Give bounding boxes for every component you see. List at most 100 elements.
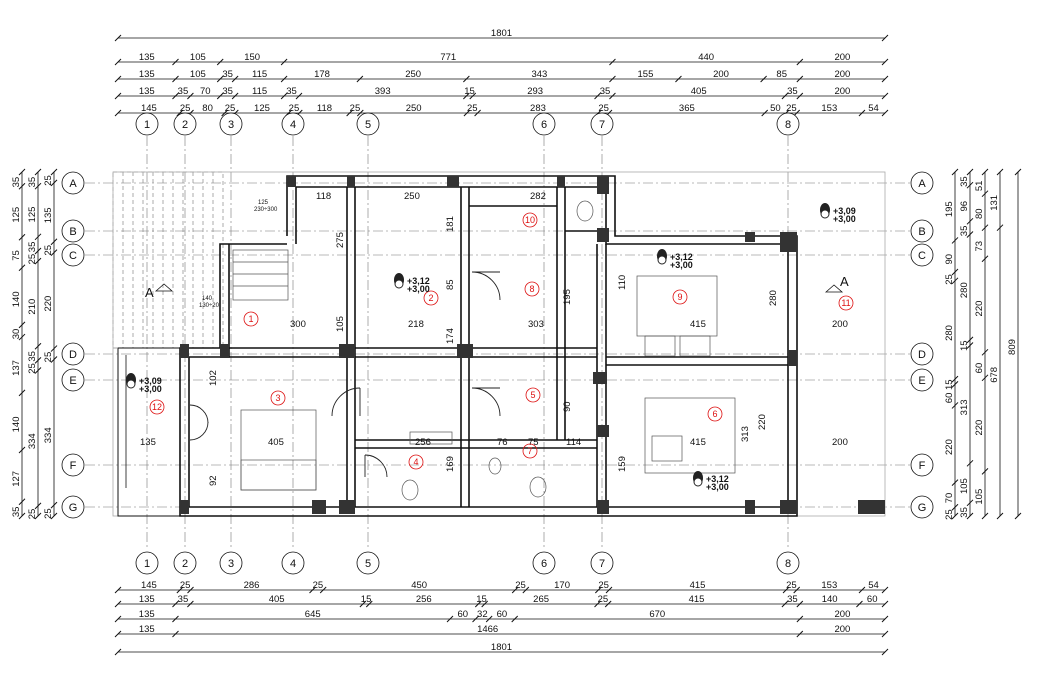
dim-169: 169 bbox=[445, 456, 456, 472]
left-dim-0-8: 35 bbox=[11, 507, 22, 518]
right-dim-1-0: 35 bbox=[959, 176, 970, 187]
axis-h-G-right: G bbox=[918, 502, 927, 514]
dim-92: 92 bbox=[208, 475, 219, 486]
dim-135: 135 bbox=[140, 437, 156, 448]
top-dim-4-13: 50 bbox=[770, 103, 781, 114]
right-dimension-chains: 1959025280156022070253596352801531310535… bbox=[944, 168, 1022, 520]
room-number-12: 12 bbox=[152, 402, 162, 412]
level-top-1: +3,12 bbox=[407, 276, 430, 286]
dim-313: 313 bbox=[740, 426, 751, 442]
dim-114: 114 bbox=[566, 437, 581, 448]
dim-303: 303 bbox=[528, 319, 544, 330]
top-dim-3-10: 405 bbox=[691, 86, 707, 97]
dim-125: 125 bbox=[258, 200, 269, 206]
axis-h-F-left: F bbox=[70, 460, 77, 472]
left-dimension-chains: 3512575140301371401273535125352521035253… bbox=[11, 168, 58, 520]
axis-v-6-top: 6 bbox=[541, 119, 547, 131]
left-dim-0-1: 125 bbox=[11, 207, 22, 223]
dim-200b: 200 bbox=[832, 437, 848, 448]
left-dim-1-0: 35 bbox=[27, 177, 38, 188]
top-dim-3-1: 35 bbox=[178, 86, 189, 97]
top-dim-3-11: 35 bbox=[787, 86, 798, 97]
top-dim-4-15: 153 bbox=[821, 103, 837, 114]
right-dim-4-0: 809 bbox=[1007, 339, 1018, 355]
right-dim-2-1: 80 bbox=[974, 208, 985, 219]
dim-118: 118 bbox=[316, 191, 331, 202]
dim-256: 256 bbox=[415, 437, 431, 448]
axis-v-8-top: 8 bbox=[785, 119, 791, 131]
top-dim-4-8: 250 bbox=[406, 103, 422, 114]
top-dim-3-12: 200 bbox=[834, 86, 850, 97]
room-number-3: 3 bbox=[275, 393, 280, 403]
top-dim-1-4: 440 bbox=[698, 52, 714, 63]
dim-200a: 200 bbox=[832, 319, 848, 330]
right-dim-0-1: 90 bbox=[944, 254, 955, 265]
right-dim-1-4: 15 bbox=[959, 340, 970, 351]
dim-300: 300 bbox=[290, 319, 306, 330]
furniture bbox=[232, 200, 736, 501]
axis-h-D-right: D bbox=[918, 349, 926, 361]
top-dim-4-12: 365 bbox=[679, 103, 695, 114]
left-dim-2-2: 25 bbox=[43, 245, 54, 256]
right-dim-2-5: 220 bbox=[974, 420, 985, 436]
bottom-dim-1-0: 135 bbox=[139, 594, 155, 605]
left-dim-0-6: 140 bbox=[11, 417, 22, 433]
left-dim-0-0: 35 bbox=[11, 177, 22, 188]
interior-vertical-dimensions: 181 275 105 85 174 195 90 169 159 110 31… bbox=[208, 216, 779, 486]
bottom-dim-0-11: 54 bbox=[868, 580, 879, 591]
left-dim-1-4: 210 bbox=[27, 299, 38, 315]
level-bottom-4: +3,00 bbox=[706, 482, 729, 492]
doors bbox=[189, 271, 501, 478]
dim-220: 220 bbox=[757, 414, 768, 430]
top-dim-2-6: 343 bbox=[531, 69, 547, 80]
right-dim-0-0: 195 bbox=[944, 201, 955, 217]
dim-102: 102 bbox=[208, 370, 219, 386]
interior-dimensions: 125 230÷300 140 130÷20 118 250 282 300 2… bbox=[140, 191, 848, 448]
right-dim-1-5: 313 bbox=[959, 399, 970, 415]
top-dim-2-1: 105 bbox=[190, 69, 206, 80]
right-dim-1-7: 35 bbox=[959, 507, 970, 518]
axis-h-B-left: B bbox=[69, 226, 76, 238]
right-dim-3-0: 131 bbox=[989, 195, 1000, 211]
left-dim-0-7: 127 bbox=[11, 471, 22, 487]
room-number-9: 9 bbox=[677, 292, 682, 302]
top-dim-4-2: 80 bbox=[202, 103, 213, 114]
bottom-dim-0-3: 25 bbox=[313, 580, 324, 591]
bottom-dim-1-3: 15 bbox=[361, 594, 372, 605]
level-bottom-2: +3,00 bbox=[670, 260, 693, 270]
bottom-dim-2-3: 32 bbox=[477, 609, 488, 620]
bottom-dim-2-4: 60 bbox=[497, 609, 508, 620]
top-dim-2-3: 115 bbox=[252, 69, 267, 80]
right-dim-2-6: 105 bbox=[974, 489, 985, 505]
bottom-dim-1-1: 35 bbox=[178, 594, 189, 605]
axis-v-6-bottom: 6 bbox=[541, 558, 547, 570]
bottom-dim-2-5: 670 bbox=[649, 609, 665, 620]
top-dim-4-3: 25 bbox=[225, 103, 236, 114]
exterior-stair-hatch bbox=[112, 171, 224, 349]
top-dim-4-9: 25 bbox=[467, 103, 478, 114]
dim-275: 275 bbox=[335, 232, 346, 248]
axis-v-5-bottom: 5 bbox=[365, 558, 371, 570]
top-dim-4-5: 25 bbox=[289, 103, 300, 114]
top-dim-3-2: 70 bbox=[200, 86, 211, 97]
bottom-dim-1-5: 15 bbox=[476, 594, 487, 605]
top-dim-3-4: 115 bbox=[252, 86, 267, 97]
top-dim-4-0: 145 bbox=[141, 103, 157, 114]
top-dim-1-3: 771 bbox=[440, 52, 456, 63]
axis-v-2-bottom: 2 bbox=[182, 558, 188, 570]
top-dim-3-6: 393 bbox=[375, 86, 391, 97]
top-dim-3-9: 35 bbox=[600, 86, 611, 97]
axis-v-2-top: 2 bbox=[182, 119, 188, 131]
top-dim-4-7: 25 bbox=[350, 103, 361, 114]
axis-h-C-left: C bbox=[69, 250, 77, 262]
dim-415a: 415 bbox=[690, 319, 706, 330]
room-number-7: 7 bbox=[527, 446, 532, 456]
dim-105: 105 bbox=[335, 316, 346, 332]
right-dim-1-1: 96 bbox=[959, 201, 970, 212]
top-dim-4-1: 25 bbox=[180, 103, 191, 114]
section-mark-left: A bbox=[145, 283, 174, 300]
bottom-dim-1-7: 25 bbox=[598, 594, 609, 605]
right-dim-0-7: 70 bbox=[944, 493, 955, 504]
